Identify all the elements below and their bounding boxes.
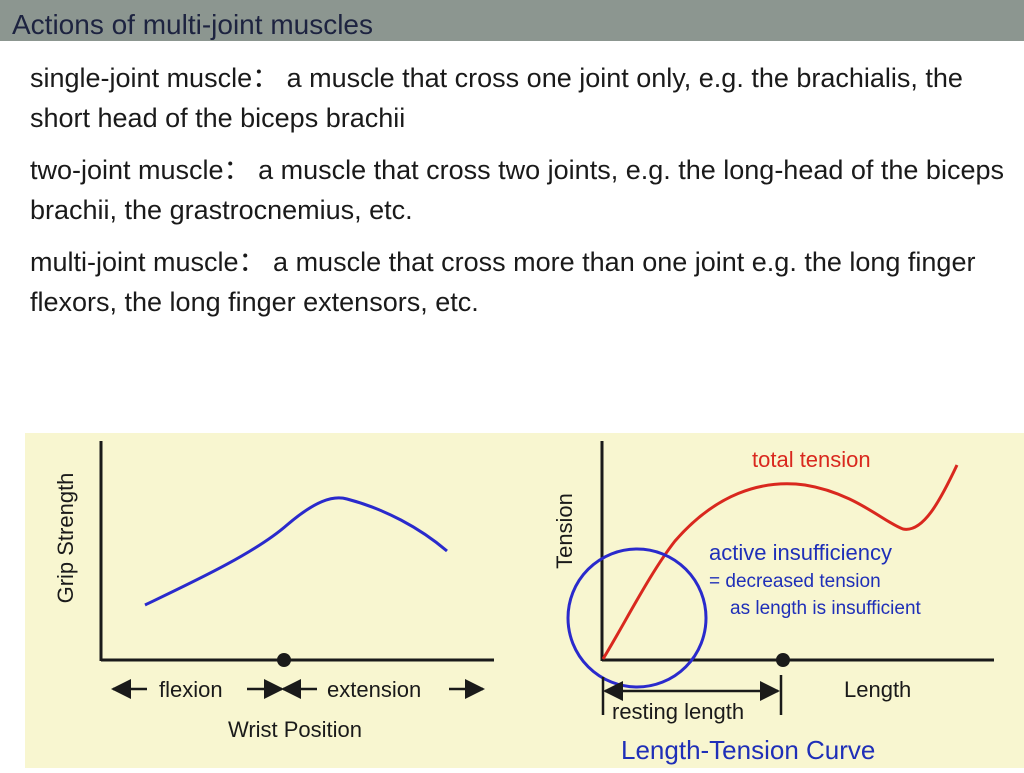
resting-length-dot [776, 653, 790, 667]
bullet-multi-joint: multi-joint muscle： a muscle that cross … [30, 247, 976, 317]
flexion-label: flexion [159, 677, 223, 702]
active-insufficiency-label: active insufficiency [709, 540, 892, 565]
bullet-single-joint: single-joint muscle： a muscle that cross… [30, 63, 963, 133]
title-bar: Actions of multi-joint muscles [0, 0, 1024, 41]
resting-length-label: resting length [612, 699, 744, 724]
active-insufficiency-circle [566, 547, 708, 689]
extension-label: extension [327, 677, 421, 702]
grip-strength-curve [144, 496, 448, 607]
bullet-two-joint: two-joint muscle： a muscle that cross tw… [30, 155, 1004, 225]
length-insufficient-label: as length is insufficient [730, 598, 922, 619]
muscle-diagram-figure: Grip Strength flexion extension Wrist Po… [25, 433, 1024, 768]
wrist-position-label: Wrist Position [228, 717, 362, 742]
grip-strength-label: Grip Strength [53, 473, 78, 604]
total-tension-curve [601, 464, 959, 660]
neutral-position-dot [277, 653, 291, 667]
tension-label: Tension [552, 493, 577, 569]
decreased-tension-label: = decreased tension [709, 571, 881, 592]
slide-title: Actions of multi-joint muscles [12, 9, 374, 40]
bullet-list: single-joint muscle： a muscle that cross… [30, 58, 1015, 334]
grip-strength-diagram: Grip Strength flexion extension Wrist Po… [53, 441, 494, 742]
total-tension-label: total tension [752, 447, 871, 472]
length-tension-caption: Length-Tension Curve [621, 735, 875, 765]
length-label: Length [844, 677, 911, 702]
diagram-svg: Grip Strength flexion extension Wrist Po… [53, 441, 994, 765]
length-tension-diagram: Tension total tension active insufficien… [552, 441, 994, 765]
